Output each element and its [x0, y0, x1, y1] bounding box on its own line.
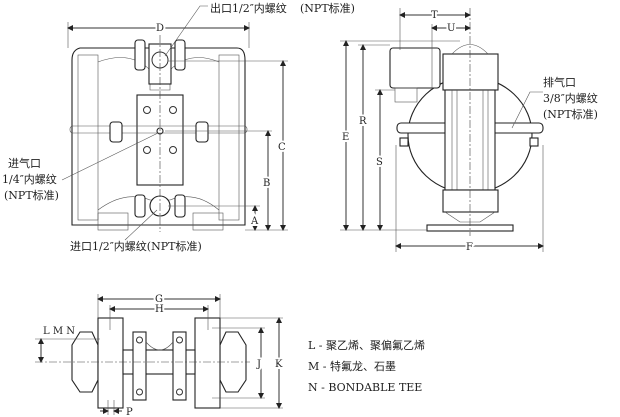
dim-B: B: [263, 178, 270, 189]
dim-J: J: [256, 359, 261, 370]
dim-R: R: [359, 116, 367, 127]
air-inlet-label-3: (NPT标准): [4, 188, 59, 202]
exhaust-label-3: (NPT标准): [543, 107, 598, 121]
front-view: [61, 5, 288, 241]
outlet-label: 出口1/2″内螺纹: [210, 1, 287, 15]
dim-S: S: [376, 157, 383, 168]
dim-D: D: [156, 23, 164, 34]
dim-P: P: [126, 407, 133, 417]
bottom-view: [35, 294, 283, 415]
inlet-label: 进口1/2″内螺纹(NPT标准): [70, 239, 202, 253]
legend-M: M - 特氟龙、石墨: [308, 359, 396, 373]
dim-E: E: [342, 132, 349, 143]
exhaust-label-2: 3/8″内螺纹: [543, 91, 598, 105]
legend-N: N - BONDABLE TEE: [308, 381, 422, 394]
air-inlet-label-1: 进气口: [8, 156, 41, 170]
outlet-std-label: (NPT标准): [300, 1, 355, 15]
dim-A: A: [250, 216, 259, 227]
dim-LMN: L M N: [43, 326, 75, 337]
side-view: [340, 8, 544, 252]
dim-K: K: [275, 359, 283, 370]
dim-C: C: [278, 142, 286, 153]
dim-T: T: [431, 10, 438, 21]
dim-H: H: [155, 304, 164, 315]
legend-L: L - 聚乙烯、聚偏氟乙烯: [308, 338, 425, 352]
solenoid-valve: [389, 47, 441, 89]
dim-F: F: [466, 242, 473, 253]
dim-G: G: [155, 294, 163, 305]
air-inlet-label-2: 1/4″内螺纹: [2, 172, 57, 186]
dim-U: U: [447, 23, 455, 34]
exhaust-label-1: 排气口: [543, 75, 576, 89]
